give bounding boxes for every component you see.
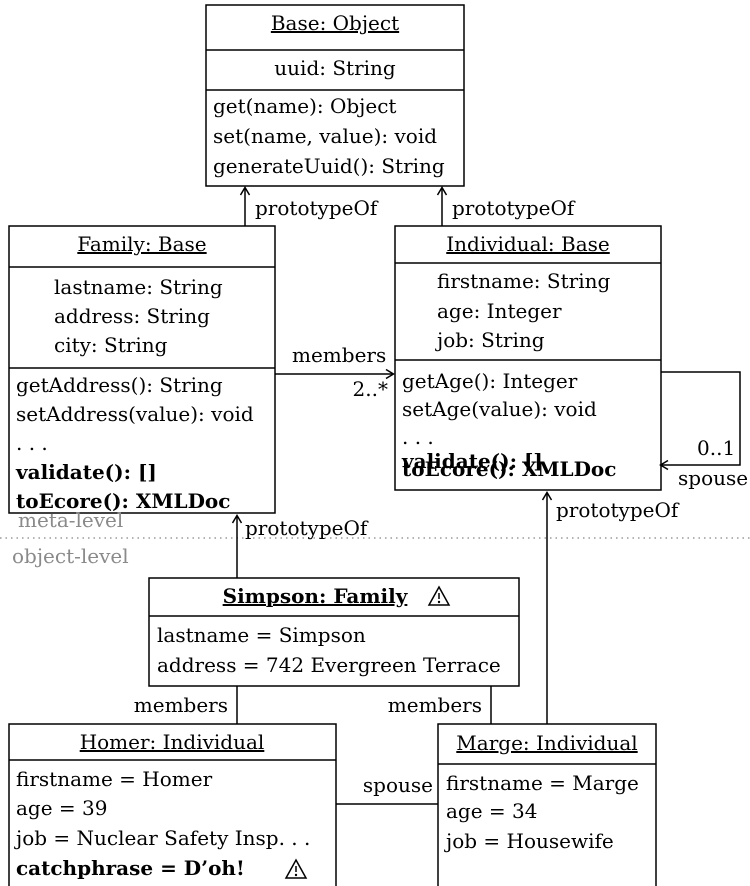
class-individual-attribute: job: String — [435, 328, 545, 352]
class-base: Base: Object uuid: String get(name): Obj… — [205, 4, 465, 187]
meta-level-label: meta-level — [18, 508, 123, 532]
object-marge-slot: firstname = Marge — [446, 771, 639, 795]
members-association: members 2..* — [275, 343, 395, 401]
class-base-attribute: uuid: String — [274, 56, 396, 80]
class-base-method: set(name, value): void — [213, 124, 437, 148]
class-individual-method: getAge(): Integer — [402, 369, 578, 393]
prototype-edge-individual-base: prototypeOf — [436, 186, 576, 226]
object-homer-title: Homer: Individual — [80, 730, 265, 754]
class-individual-method: . . . — [402, 425, 434, 449]
members-label: members — [292, 343, 386, 367]
members-link-homer: members — [134, 686, 238, 724]
object-simpson-slot: address = 742 Evergreen Terrace — [157, 653, 501, 677]
members-label: members — [134, 693, 228, 717]
object-marge-slot: age = 34 — [446, 799, 537, 823]
members-label: members — [388, 693, 482, 717]
object-marge: Marge: Individual firstname = Marge age … — [437, 723, 657, 886]
class-family-method: validate(): [] — [15, 460, 157, 484]
spouse-self-association: 0..1 spouse — [659, 371, 748, 490]
members-link-marge: members — [388, 686, 492, 724]
members-multiplicity: 2..* — [353, 377, 388, 401]
class-individual-method: validate(): [] — [401, 449, 543, 473]
class-family-attribute: lastname: String — [54, 275, 223, 299]
object-homer-slot: job = Nuclear Safety Insp. . . — [14, 826, 310, 850]
prototype-of-label: prototypeOf — [452, 196, 576, 220]
object-simpson: Simpson: Family lastname = Simpson addre… — [148, 577, 520, 687]
object-homer-slot: firstname = Homer — [16, 767, 213, 791]
class-family-attribute: address: String — [54, 304, 210, 328]
class-family-method: toEcore(): XMLDoc — [16, 489, 230, 513]
class-individual-method-toecore: toEcore(): XMLDoc — [402, 457, 616, 481]
class-individual-title: Individual: Base — [446, 232, 610, 256]
object-homer: Homer: Individual firstname = Homer age … — [8, 723, 337, 886]
spouse-label: spouse — [363, 773, 433, 797]
class-individual-attribute: firstname: String — [437, 269, 610, 293]
prototype-edge-family-base: prototypeOf — [239, 186, 379, 226]
object-simpson-title: Simpson: Family — [223, 584, 409, 608]
class-base-method: generateUuid(): String — [213, 154, 445, 178]
object-marge-title: Marge: Individual — [456, 731, 637, 755]
object-simpson-slot: lastname = Simpson — [157, 623, 366, 647]
object-homer-slot: age = 39 — [16, 796, 107, 820]
prototype-edge-marge-individual: prototypeOf — [541, 491, 680, 724]
class-family-method: setAddress(value): void — [16, 402, 254, 426]
class-family-method: getAddress(): String — [16, 373, 223, 397]
prototype-of-label: prototypeOf — [245, 516, 369, 540]
class-family-method: . . . — [16, 431, 48, 455]
class-individual-method: setAge(value): void — [402, 397, 597, 421]
class-family-attribute: city: String — [54, 333, 168, 357]
prototype-of-label: prototypeOf — [556, 498, 680, 522]
class-individual: Individual: Base firstname: String age: … — [394, 225, 662, 491]
prototype-edge-simpson-family: prototypeOf — [231, 514, 369, 578]
class-base-title: Base: Object — [271, 11, 399, 35]
level-separator: meta-level object-level — [0, 508, 750, 568]
object-marge-slot: job = Housewife — [444, 829, 614, 853]
object-homer-extra-slot: catchphrase = D’oh! — [16, 856, 245, 880]
prototype-of-label: prototypeOf — [255, 196, 379, 220]
spouse-link: spouse — [336, 773, 438, 805]
spouse-label: spouse — [678, 466, 748, 490]
class-family: Family: Base lastname: String address: S… — [8, 225, 276, 514]
class-family-title: Family: Base — [77, 232, 206, 256]
class-base-method: get(name): Object — [213, 94, 396, 118]
class-individual-attribute: age: Integer — [437, 299, 562, 323]
spouse-multiplicity: 0..1 — [697, 436, 735, 460]
object-level-label: object-level — [12, 544, 129, 568]
warning-icon — [284, 858, 308, 879]
warning-icon — [427, 585, 451, 606]
